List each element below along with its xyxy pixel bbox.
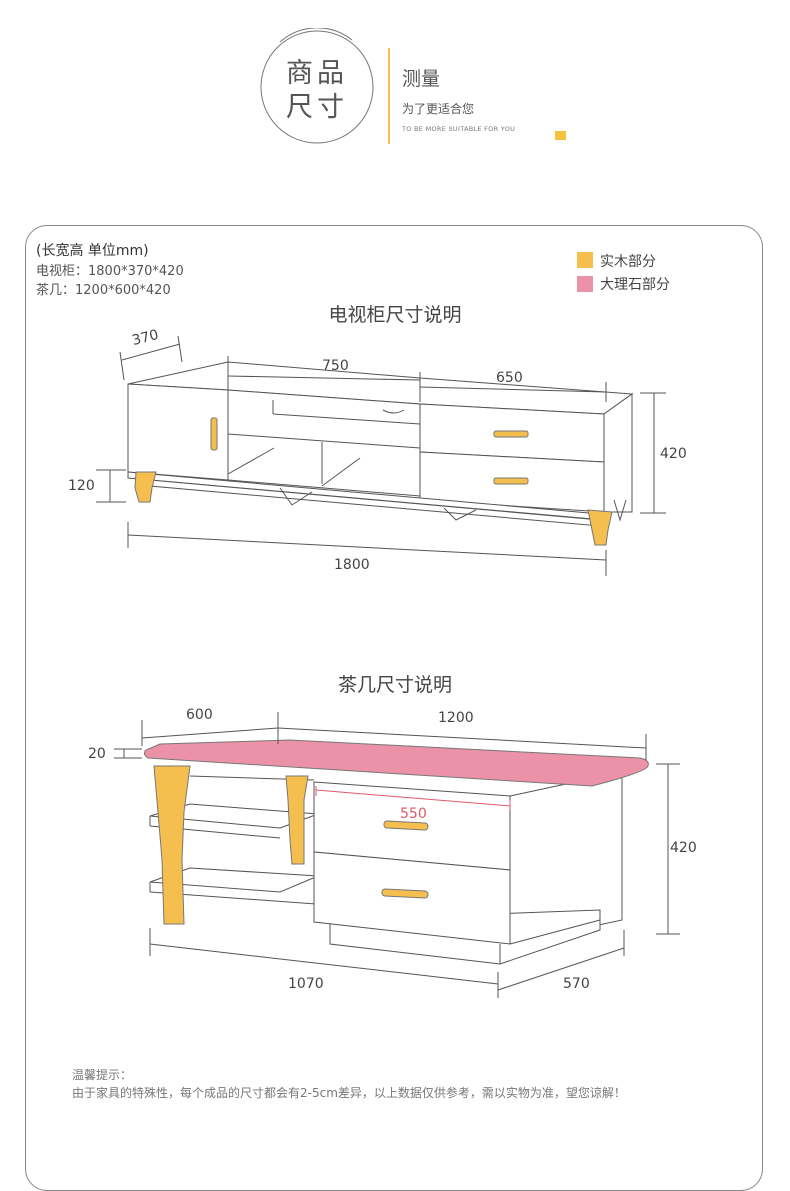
- table-height-label: 420: [670, 840, 697, 856]
- legend-label-marble: 大理石部分: [600, 277, 670, 293]
- table-base-length-label: 1070: [288, 976, 324, 992]
- tv-cabinet-spec: 电视柜：1800*370*420: [36, 264, 184, 279]
- header-badge-circle: [260, 28, 374, 144]
- header-badge-line2: 尺寸: [286, 92, 348, 123]
- table-drawer-width-label: 550: [400, 806, 427, 822]
- header-divider: [388, 48, 390, 144]
- table-width-label: 1200: [438, 710, 474, 726]
- notes-body: 由于家具的特殊性，每个成品的尺寸都会有2-5cm差异，以上数据仅供参考，需以实物…: [72, 1086, 626, 1100]
- header-subtitle: 为了更适合您: [402, 102, 475, 116]
- tv-drawer-width-label: 650: [496, 370, 523, 386]
- tv-section-title: 电视柜尺寸说明: [328, 304, 462, 326]
- unit-note: (长宽高 单位mm): [36, 243, 149, 259]
- header-title: 测量: [402, 68, 441, 90]
- table-section-title: 茶几尺寸说明: [337, 674, 452, 696]
- table-top-thickness-label: 20: [88, 746, 106, 762]
- tv-height-label: 420: [660, 446, 687, 462]
- header-accent-square: [555, 131, 566, 140]
- legend-label-wood: 实木部分: [600, 254, 656, 270]
- tv-leg-height-label: 120: [68, 478, 95, 494]
- table-base-depth-label: 570: [563, 976, 590, 992]
- legend-swatch-marble: [577, 276, 593, 292]
- header-badge-line1: 商品: [286, 58, 348, 89]
- legend-swatch-wood: [577, 252, 593, 268]
- notes-title: 温馨提示：: [72, 1068, 133, 1082]
- tv-open-width-label: 750: [322, 358, 349, 374]
- header-subtitle-en: TO BE MORE SUITABLE FOR YOU: [402, 125, 516, 133]
- coffee-table-spec: 茶几：1200*600*420: [36, 283, 171, 298]
- tv-total-width-label: 1800: [334, 557, 370, 573]
- table-depth-label: 600: [186, 707, 213, 723]
